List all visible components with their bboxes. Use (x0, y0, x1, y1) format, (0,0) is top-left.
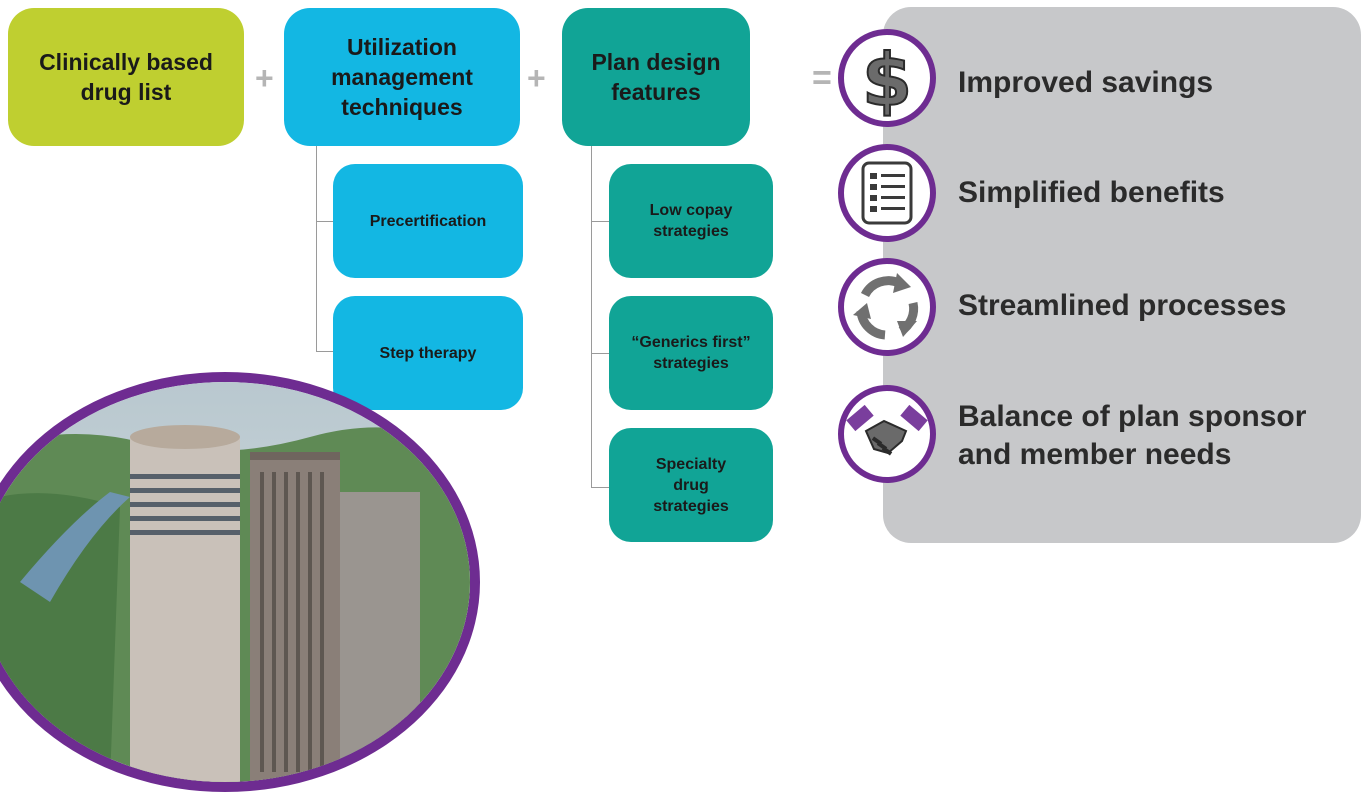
outcomes-panel (883, 7, 1361, 543)
connector-precert (316, 221, 334, 222)
outcome-benefits-label: Simplified benefits (958, 176, 1225, 209)
equals-operator: = (812, 59, 832, 97)
connector-specialty (591, 487, 609, 488)
svg-text:$: $ (862, 38, 912, 121)
drug-list-label: Clinically based drug list (39, 49, 213, 105)
connector-generics (591, 353, 609, 354)
utilization-connector (316, 146, 317, 352)
plus-operator-1: + (255, 60, 274, 96)
dollar-icon: $ (838, 29, 936, 127)
connector-low-copay (591, 221, 609, 222)
utilization-label: Utilization management techniques (331, 34, 473, 120)
generics-first-label: “Generics first” strategies (631, 334, 751, 372)
outcome-processes-label: Streamlined processes (958, 289, 1287, 322)
handshake-icon (838, 385, 936, 483)
cycle-arrows-icon (838, 258, 936, 356)
drug-list-box: Clinically based drug list (8, 8, 244, 146)
list-icon (838, 144, 936, 242)
buildings-photo (0, 372, 480, 792)
connector-step (316, 351, 334, 352)
plan-connector (591, 146, 592, 488)
plus-operator-2: + (527, 60, 546, 96)
generics-first-box: “Generics first” strategies (609, 296, 773, 410)
step-therapy-label: Step therapy (379, 344, 477, 362)
plan-design-label: Plan design features (591, 49, 721, 105)
outcome-savings-label: Improved savings (958, 66, 1214, 99)
plan-design-box: Plan design features (562, 8, 750, 146)
precertification-label: Precertification (369, 212, 487, 230)
low-copay-label: Low copay strategies (649, 202, 733, 240)
outcome-balance-label: Balance of plan sponsor and member needs (958, 400, 1307, 471)
specialty-drug-label: Specialty drug strategies (653, 455, 729, 515)
low-copay-box: Low copay strategies (609, 164, 773, 278)
precertification-box: Precertification (333, 164, 523, 278)
step-therapy-box: Step therapy (333, 296, 523, 410)
specialty-drug-box: Specialty drug strategies (609, 428, 773, 542)
utilization-box: Utilization management techniques (284, 8, 520, 146)
